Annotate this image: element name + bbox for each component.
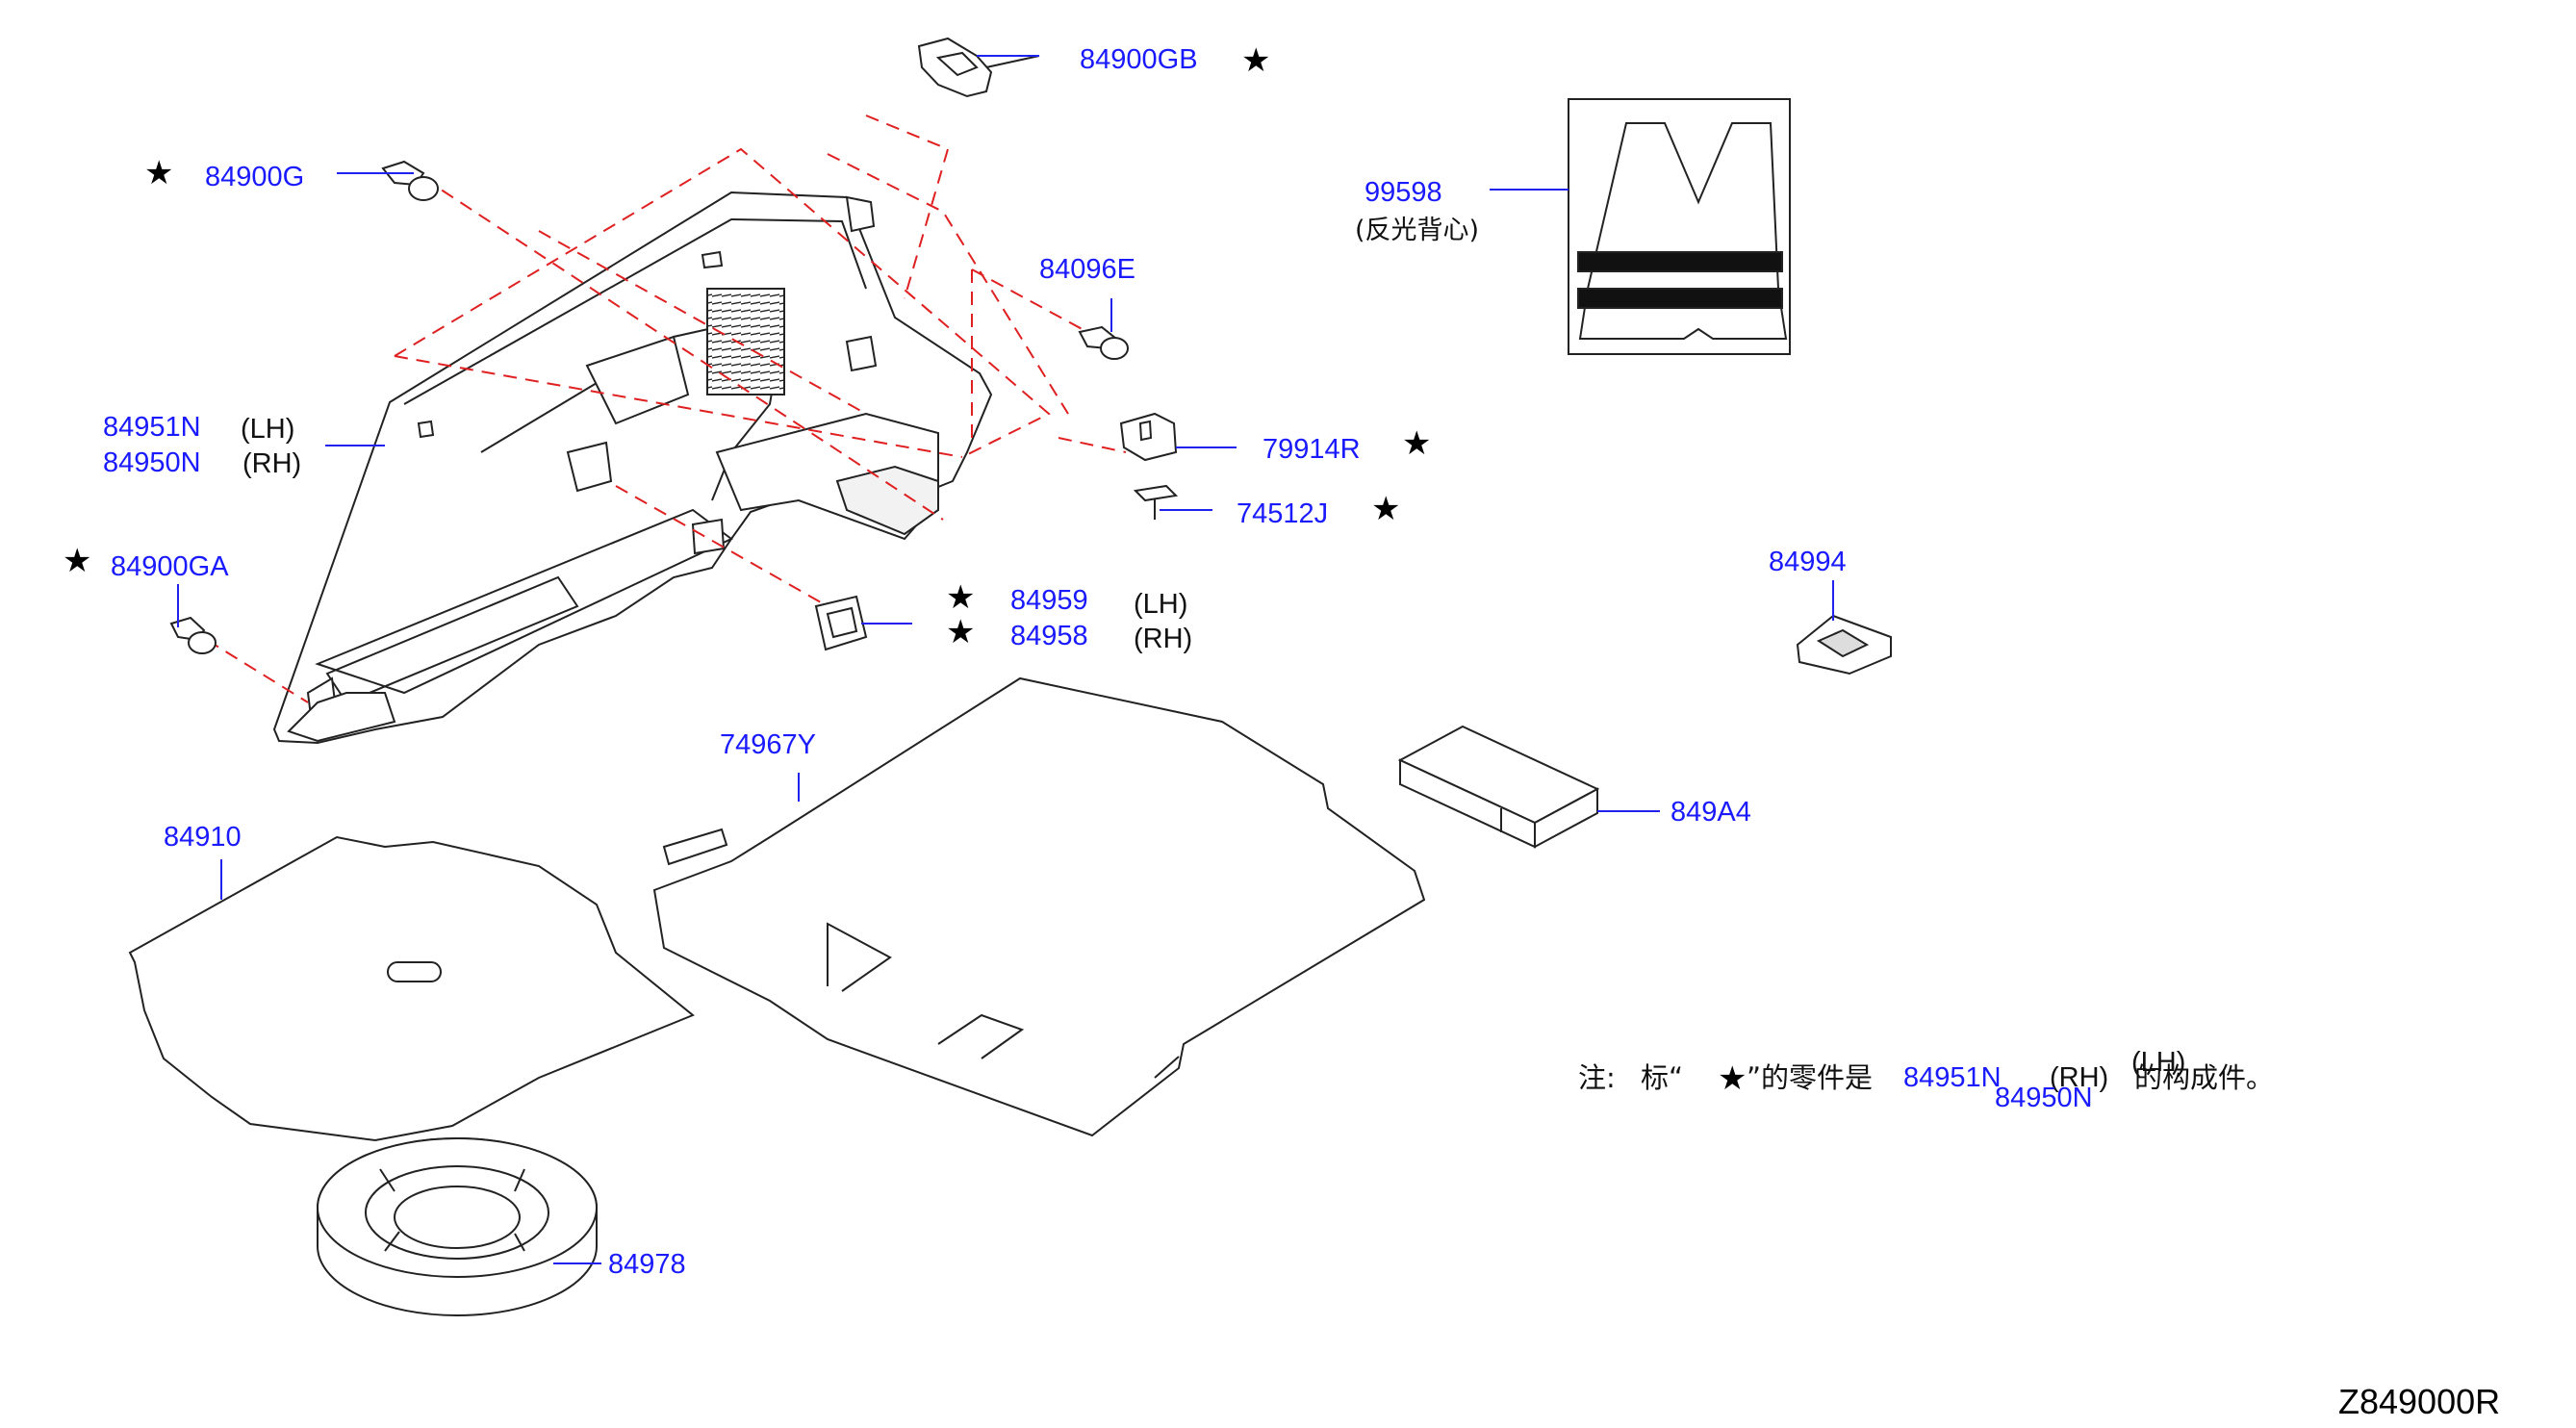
- star-79914R: ★: [1402, 424, 1432, 463]
- label-84950N-side: (RH): [242, 448, 302, 479]
- star-84900GB: ★: [1241, 41, 1271, 80]
- mat-84910: [128, 835, 695, 1142]
- clip-84900GB: [917, 37, 1040, 98]
- cap-84959-84958: [814, 595, 868, 651]
- label-84096E: 84096E: [1039, 254, 1135, 285]
- part-84994: [1796, 614, 1892, 676]
- leader-lines: [177, 55, 1834, 1264]
- note-side-lh: (LH): [2131, 1047, 2186, 1078]
- label-84958-side: (RH): [1134, 624, 1193, 654]
- label-84900GA: 84900GA: [111, 551, 229, 582]
- label-74512J: 74512J: [1237, 498, 1329, 529]
- label-84950N: 84950N: [103, 447, 201, 478]
- label-84951N-side: (LH): [241, 414, 295, 445]
- clip-84900GA: [169, 616, 217, 654]
- label-84900GB: 84900GB: [1080, 44, 1198, 75]
- star-84900GA: ★: [63, 542, 92, 580]
- star-84959: ★: [946, 578, 976, 617]
- label-84978: 84978: [608, 1249, 686, 1280]
- star-84958: ★: [946, 613, 976, 651]
- label-84959: 84959: [1010, 585, 1088, 616]
- label-84959-side: (LH): [1134, 589, 1188, 620]
- bracket-79914R: [1119, 412, 1178, 462]
- note-mark-open: 标“: [1641, 1061, 1684, 1094]
- note-prefix: 注:: [1578, 1061, 1616, 1094]
- note-side-rh: (RH): [2050, 1062, 2109, 1093]
- note-part-rh: 84950N: [1995, 1083, 2093, 1113]
- reflective-vest-99598: [1568, 98, 1791, 355]
- ring-spacer-84978: [317, 1137, 598, 1316]
- note-part-lh: 84951N: [1903, 1062, 2002, 1093]
- label-74967Y: 74967Y: [720, 729, 816, 760]
- floor-board-74967Y: [652, 676, 1426, 1137]
- note-mark-close: ”的零件是: [1747, 1061, 1874, 1094]
- label-84900G: 84900G: [205, 162, 305, 192]
- fastener-74512J: [1133, 484, 1179, 520]
- label-99598: 99598: [1365, 177, 1442, 208]
- diagram-code: Z849000R: [2338, 1382, 2501, 1421]
- label-84994: 84994: [1769, 547, 1847, 577]
- label-84910: 84910: [164, 822, 242, 853]
- label-849A4: 849A4: [1671, 797, 1751, 828]
- label-79914R: 79914R: [1262, 434, 1361, 465]
- star-74512J: ★: [1371, 490, 1401, 528]
- box-849A4: [1397, 725, 1600, 849]
- label-84951N: 84951N: [103, 412, 201, 443]
- clip-84900G: [381, 160, 439, 201]
- note-star: ★: [1718, 1059, 1747, 1098]
- installation-guide-lines: [206, 115, 1127, 703]
- label-84958: 84958: [1010, 621, 1088, 651]
- note-suffix: 的构成件。: [2134, 1061, 2275, 1094]
- label-vest-caption: (反光背心): [1355, 216, 1480, 245]
- clip-84096E: [1078, 325, 1129, 360]
- star-84900G: ★: [144, 154, 174, 192]
- side-trim-panel: [272, 191, 993, 745]
